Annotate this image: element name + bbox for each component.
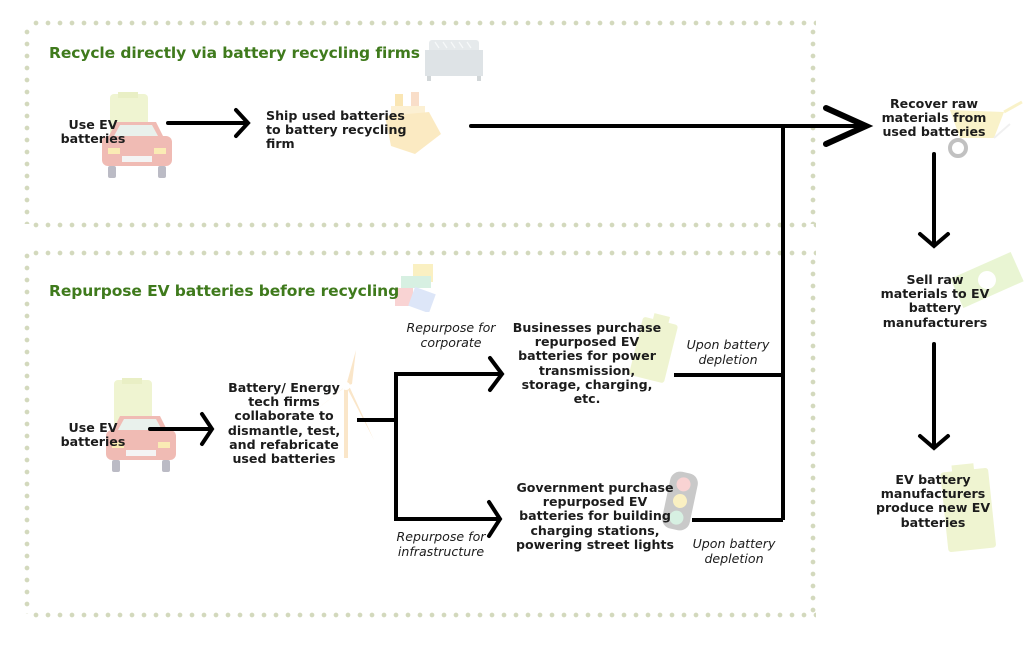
battery-icon bbox=[629, 313, 678, 383]
cargo-ship-icon bbox=[385, 92, 441, 154]
box-top-border bbox=[30, 20, 816, 26]
edge-label-infrastructure: Repurpose for infrastructure bbox=[396, 529, 486, 559]
section-heading-recycle-direct: Recycle directly via battery recycling f… bbox=[49, 44, 420, 62]
node-sell-raw: Sell raw materials to EV battery manufac… bbox=[880, 272, 990, 330]
node-use-ev-top: Use EV batteries bbox=[60, 117, 126, 147]
wheelbarrow-icon bbox=[948, 100, 1023, 158]
box-right-border bbox=[810, 256, 816, 614]
arrowhead bbox=[823, 105, 874, 147]
edge-label-depletion-top: Upon battery depletion bbox=[686, 337, 770, 367]
box-left-border bbox=[24, 250, 30, 614]
edge-label-corporate: Repurpose for corporate bbox=[406, 320, 496, 350]
electric-car-icon bbox=[106, 378, 176, 472]
node-government: Government purchase repurposed EV batter… bbox=[515, 480, 675, 552]
box-bottom-border bbox=[30, 612, 816, 618]
box-left-border bbox=[24, 26, 30, 224]
shredder-icon bbox=[425, 40, 483, 81]
node-businesses: Businesses purchase repurposed EV batter… bbox=[512, 320, 662, 407]
arrowhead bbox=[200, 412, 215, 446]
electric-car-icon bbox=[102, 92, 172, 178]
node-recover-raw: Recover raw materials from used batterie… bbox=[881, 96, 987, 140]
box-bottom-border bbox=[30, 222, 816, 228]
building-blocks-icon bbox=[395, 264, 436, 312]
traffic-light-icon bbox=[662, 471, 698, 531]
money-bill-icon bbox=[950, 252, 1024, 308]
box-top-border bbox=[30, 250, 816, 256]
arrowhead bbox=[918, 232, 950, 249]
wind-turbine-icon bbox=[316, 350, 374, 458]
node-produce-new: EV battery manufacturers produce new EV … bbox=[875, 472, 991, 530]
arrowhead bbox=[487, 500, 503, 538]
node-ship-batteries: Ship used batteries to battery recycling… bbox=[266, 108, 407, 152]
section-heading-repurpose: Repurpose EV batteries before recycling bbox=[49, 282, 400, 300]
node-use-ev-bottom: Use EV batteries bbox=[60, 420, 126, 450]
arrowhead bbox=[918, 434, 950, 451]
node-tech-firms: Battery/ Energy tech firms collaborate t… bbox=[227, 380, 341, 467]
edge-label-depletion-bottom: Upon battery depletion bbox=[692, 536, 776, 566]
arrowhead bbox=[234, 108, 251, 138]
arrowhead bbox=[488, 356, 505, 392]
battery-icon bbox=[940, 463, 996, 552]
